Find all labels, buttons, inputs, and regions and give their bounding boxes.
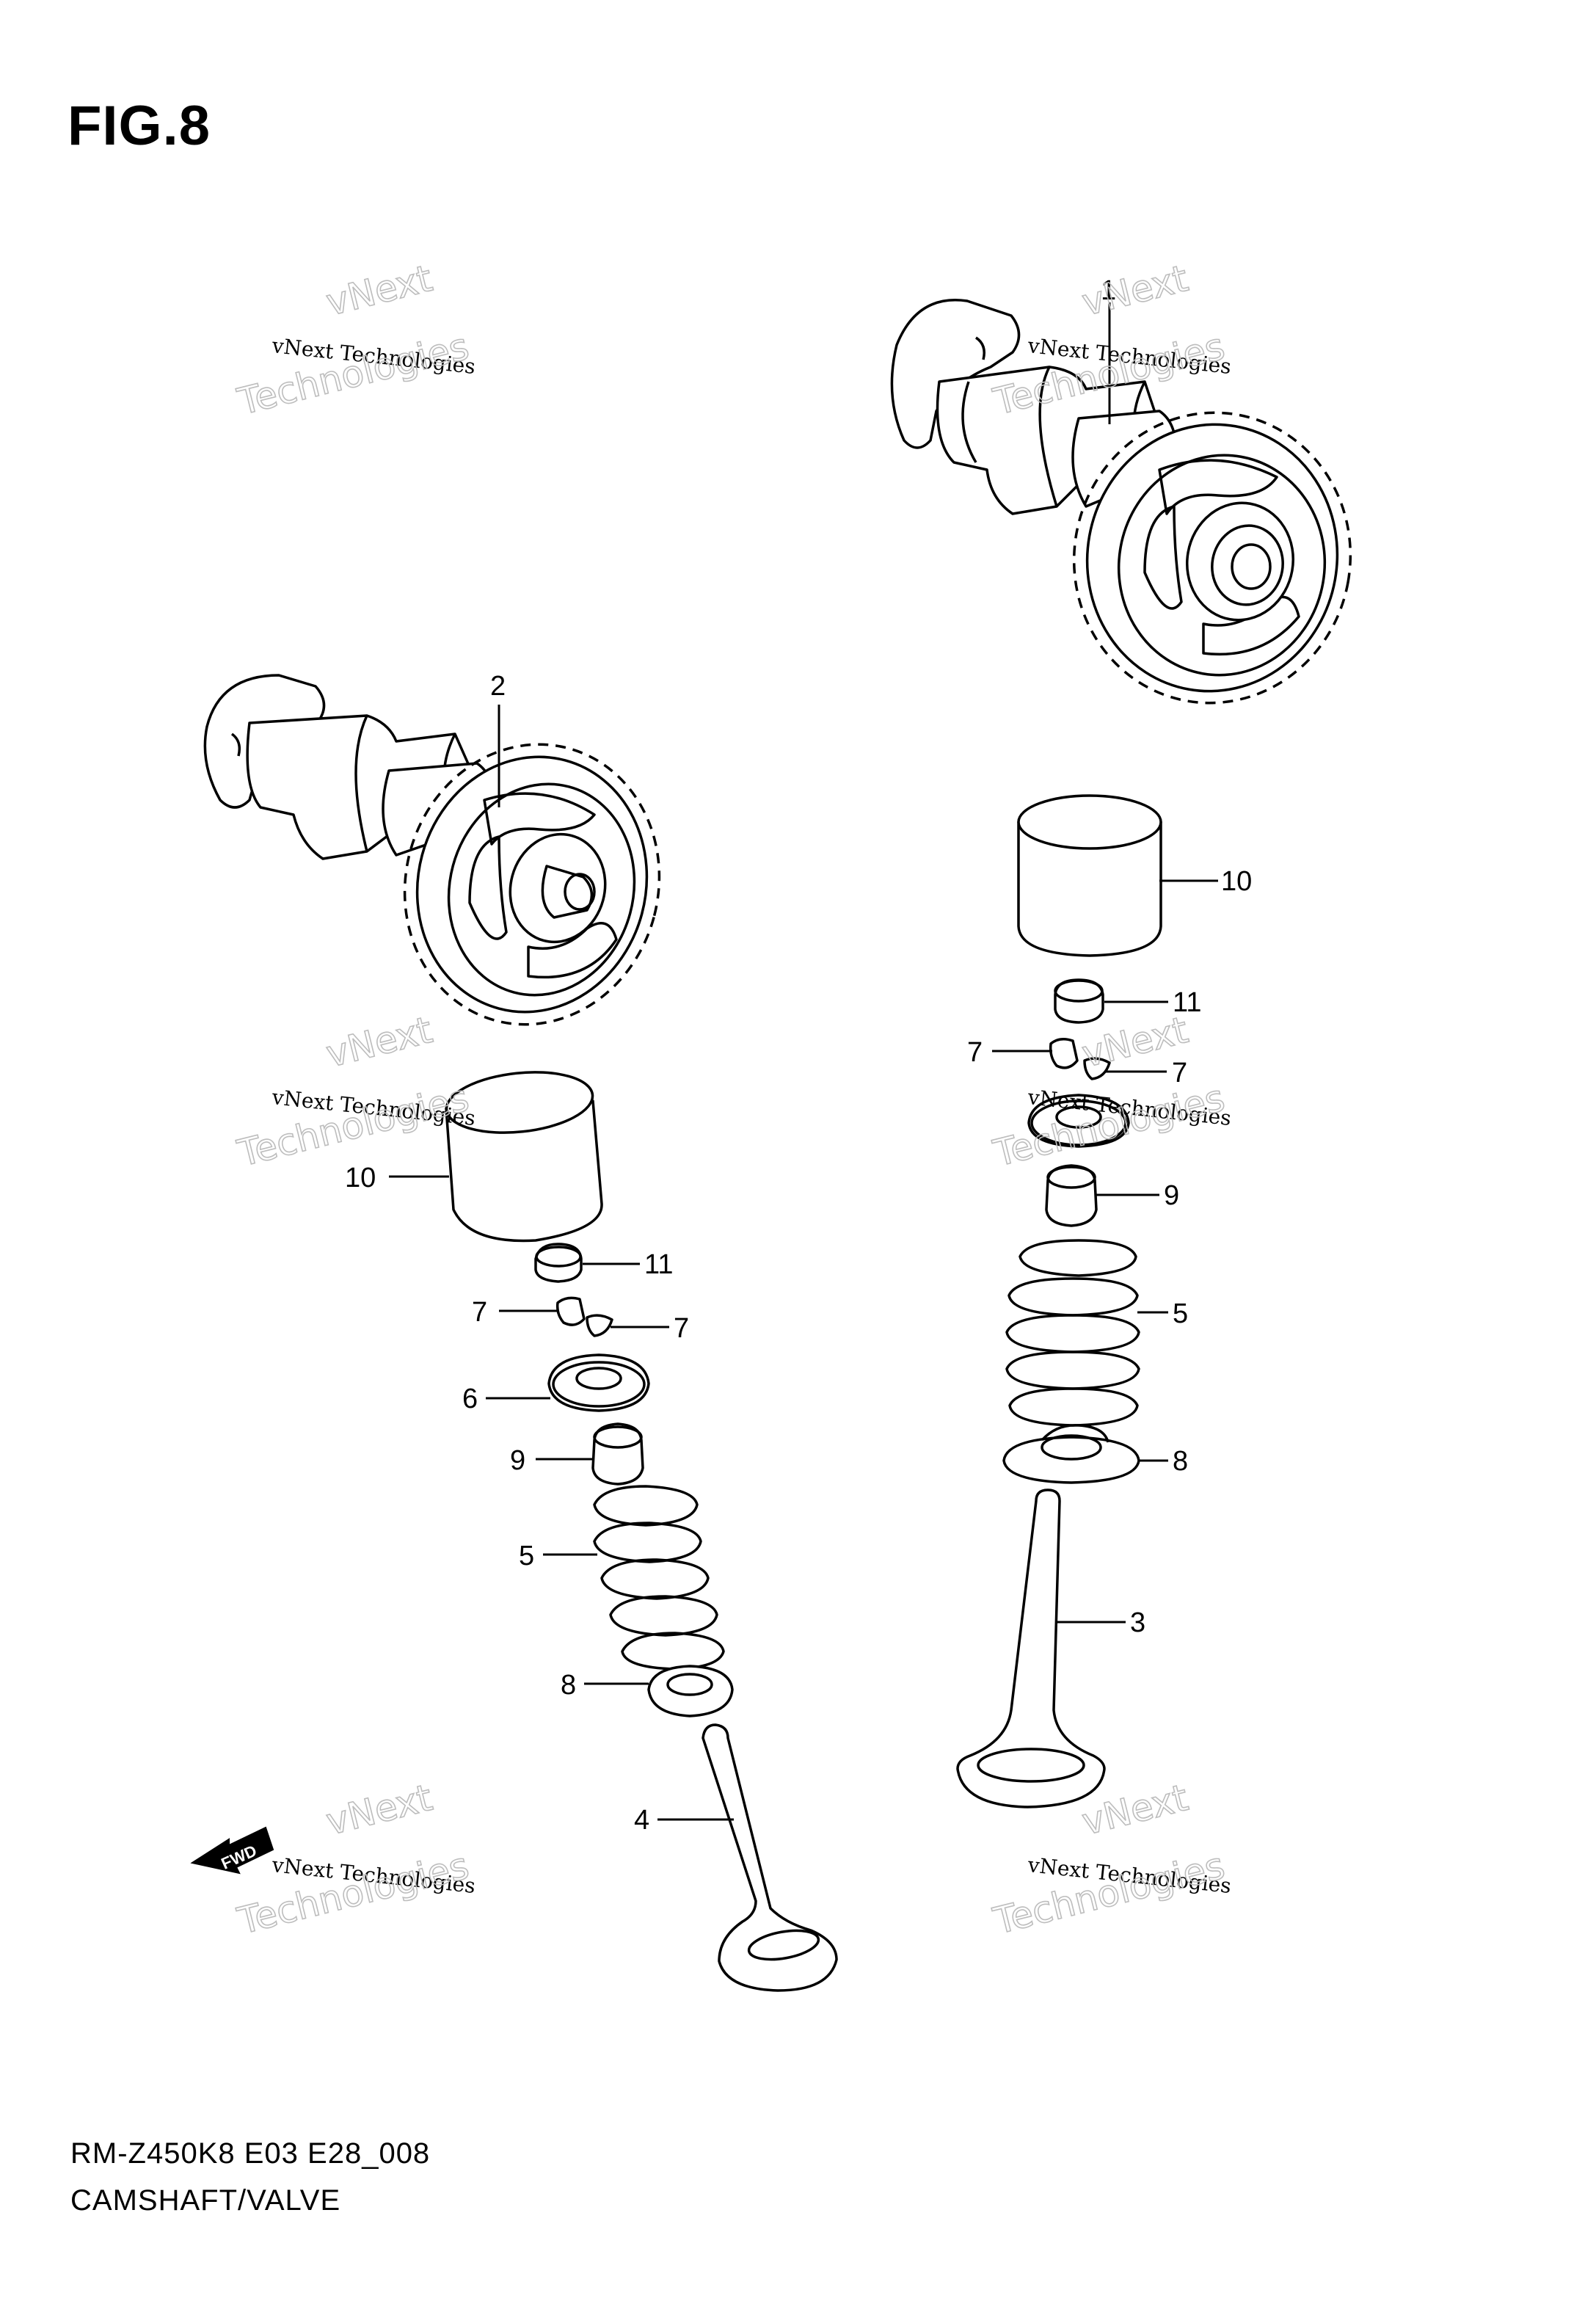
callout-10-right: 10 (1221, 866, 1252, 897)
tappet-left (389, 1071, 603, 1243)
fwd-arrow-icon: FWD (190, 1826, 274, 1875)
callout-7-left-b: 7 (674, 1313, 689, 1344)
svg-text:Technologies: Technologies (233, 1844, 473, 1943)
svg-text:vNext: vNext (1078, 257, 1192, 324)
figure-title: FIG.8 (68, 95, 211, 157)
callout-10-left: 10 (345, 1163, 376, 1193)
valve-stem-seal-right (1045, 1164, 1159, 1227)
spring-retainer-left (486, 1353, 650, 1412)
callout-5-right: 5 (1173, 1298, 1188, 1329)
camshaft-intake (203, 674, 661, 1026)
exhaust-valve (956, 1488, 1126, 1808)
callout-7-left-a: 7 (472, 1297, 487, 1328)
svg-text:Technologies: Technologies (989, 1077, 1229, 1175)
svg-text:Technologies: Technologies (233, 1077, 473, 1175)
callout-1: 1 (1101, 275, 1116, 306)
callout-2: 2 (490, 671, 506, 702)
callout-6: 6 (462, 1384, 478, 1414)
callout-11-right: 11 (1173, 987, 1201, 1018)
diagram-code: RM-Z450K8 E03 E28_008 (70, 2137, 431, 2170)
callout-7-right-b: 7 (1172, 1058, 1187, 1088)
callout-4: 4 (634, 1805, 649, 1836)
spring-seat-right (1002, 1424, 1168, 1484)
svg-text:vNext: vNext (322, 1776, 437, 1844)
callout-8-left: 8 (561, 1670, 576, 1701)
camshaft-exhaust (890, 299, 1352, 705)
valve-spring-left (543, 1485, 725, 1671)
shim-right (1054, 978, 1168, 1024)
shim-left (534, 1243, 640, 1283)
cotter-right (992, 1038, 1167, 1080)
diagram-name: CAMSHAFT/VALVE (70, 2184, 341, 2217)
svg-text:Technologies: Technologies (989, 1844, 1229, 1943)
watermark-3: vNext vNext Technologies Technologies (233, 1008, 476, 1175)
spring-retainer-right (1027, 1094, 1130, 1148)
valve-stem-seal-left (536, 1422, 644, 1486)
callout-9-right: 9 (1164, 1180, 1179, 1211)
watermark-1: vNext vNext Technologies Technologies (233, 256, 476, 423)
svg-text:vNext: vNext (322, 257, 437, 324)
cotter-left (499, 1296, 669, 1337)
callout-7-right-a: 7 (967, 1037, 983, 1068)
callout-3: 3 (1130, 1607, 1145, 1638)
intake-valve (657, 1723, 838, 1992)
svg-text:vNext: vNext (322, 1008, 437, 1076)
watermark-4: vNext vNext Technologies Technologies (988, 1008, 1232, 1175)
svg-text:Technologies: Technologies (233, 325, 473, 423)
callout-5-left: 5 (519, 1541, 534, 1571)
watermark-5: vNext vNext Technologies Technologies (233, 1775, 476, 1943)
tappet-right (1017, 794, 1218, 957)
callout-9-left: 9 (510, 1445, 525, 1476)
callout-11-left: 11 (644, 1249, 673, 1280)
spring-seat-left (584, 1665, 734, 1717)
callout-8-right: 8 (1173, 1446, 1188, 1477)
valve-spring-right (1005, 1239, 1168, 1427)
